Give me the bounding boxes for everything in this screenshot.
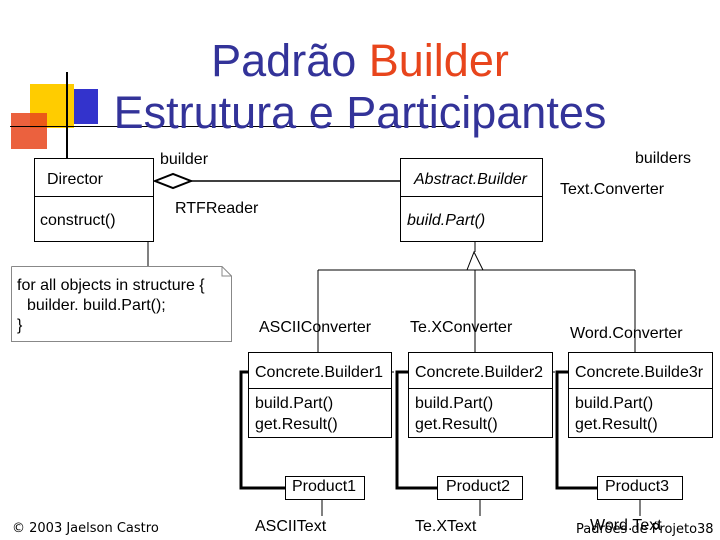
abstract-builder-class-box <box>400 158 543 242</box>
concrete-builder-3-box <box>568 352 713 438</box>
note-line-1: for all objects in structure { <box>17 277 205 294</box>
abstract-builder-name: Abstract.Builder <box>414 171 527 188</box>
director-name: Director <box>47 171 104 188</box>
slide-subtitle: Estrutura e Participantes <box>113 87 607 138</box>
concrete-builder-3-method-1: build.Part() <box>575 395 654 412</box>
rtf-reader-label: RTFReader <box>175 200 259 217</box>
product-3-label: Product3 <box>605 478 670 495</box>
ascii-converter-label: ASCIIConverter <box>259 319 372 336</box>
director-name-compartment <box>35 159 153 197</box>
note-line-2: builder. build.Part(); <box>27 297 166 314</box>
deco-vertical-line <box>66 72 68 162</box>
note-box <box>11 266 232 342</box>
word-text-label: Word.Text <box>590 517 662 534</box>
product-2-box <box>437 476 523 500</box>
concrete-builder-2-divider <box>409 388 552 389</box>
product-1-label: Product1 <box>292 478 357 495</box>
concrete-builder-3-divider <box>569 388 712 389</box>
footer-copyright: © 2003 Jaelson Castro <box>12 521 159 536</box>
concrete-builder-1-name: Concrete.Builder1 <box>255 364 384 381</box>
note-outline <box>11 266 232 342</box>
deco-blue-square <box>74 89 98 124</box>
tex-text-label: Te.XText <box>415 518 477 535</box>
word-converter-label: Word.Converter <box>570 325 683 342</box>
inheritance-triangle <box>466 250 484 271</box>
builder-role-label: builder <box>160 151 209 168</box>
note-line-3: } <box>17 317 23 334</box>
concrete-builder-1-box <box>248 352 392 438</box>
text-converter-label: Text.Converter <box>560 181 665 198</box>
concrete-builder-1-divider <box>249 388 391 389</box>
abstract-builder-method: build.Part() <box>407 212 486 229</box>
title-word-padrao: Padrão <box>211 35 369 86</box>
concrete-builder-2-name: Concrete.Builder2 <box>415 364 544 381</box>
concrete-builder-2-method-2: get.Result() <box>415 416 498 433</box>
slide-title: Padrão Builder <box>0 38 720 83</box>
director-method: construct() <box>40 212 116 229</box>
builders-role-label: builders <box>635 150 692 167</box>
product-link-2 <box>395 370 437 490</box>
deco-horizontal-line <box>10 126 460 127</box>
product-2-label: Product2 <box>446 478 511 495</box>
director-class-box <box>34 158 154 242</box>
title-word-builder: Builder <box>368 35 509 86</box>
tex-converter-label: Te.XConverter <box>410 319 513 336</box>
aggregation-diamond <box>152 172 194 190</box>
concrete-builder-3-method-2: get.Result() <box>575 416 658 433</box>
concrete-builder-2-method-1: build.Part() <box>415 395 494 412</box>
concrete-builder-2-box <box>408 352 553 438</box>
ascii-text-label: ASCIIText <box>255 518 327 535</box>
footer-slide-info: Padrões de Projeto <box>576 522 698 537</box>
footer-page-number: 38 <box>697 522 714 537</box>
product-3-box <box>597 476 683 500</box>
product-link-3 <box>555 370 597 490</box>
product-link-1 <box>239 370 285 490</box>
concrete-builder-1-method-1: build.Part() <box>255 395 334 412</box>
concrete-builder-1-method-2: get.Result() <box>255 416 338 433</box>
product-1-box <box>285 476 365 500</box>
deco-red-square <box>11 113 47 149</box>
concrete-builder-3-name: Concrete.Builde3r <box>575 364 704 381</box>
abstract-builder-name-compartment <box>401 159 542 197</box>
